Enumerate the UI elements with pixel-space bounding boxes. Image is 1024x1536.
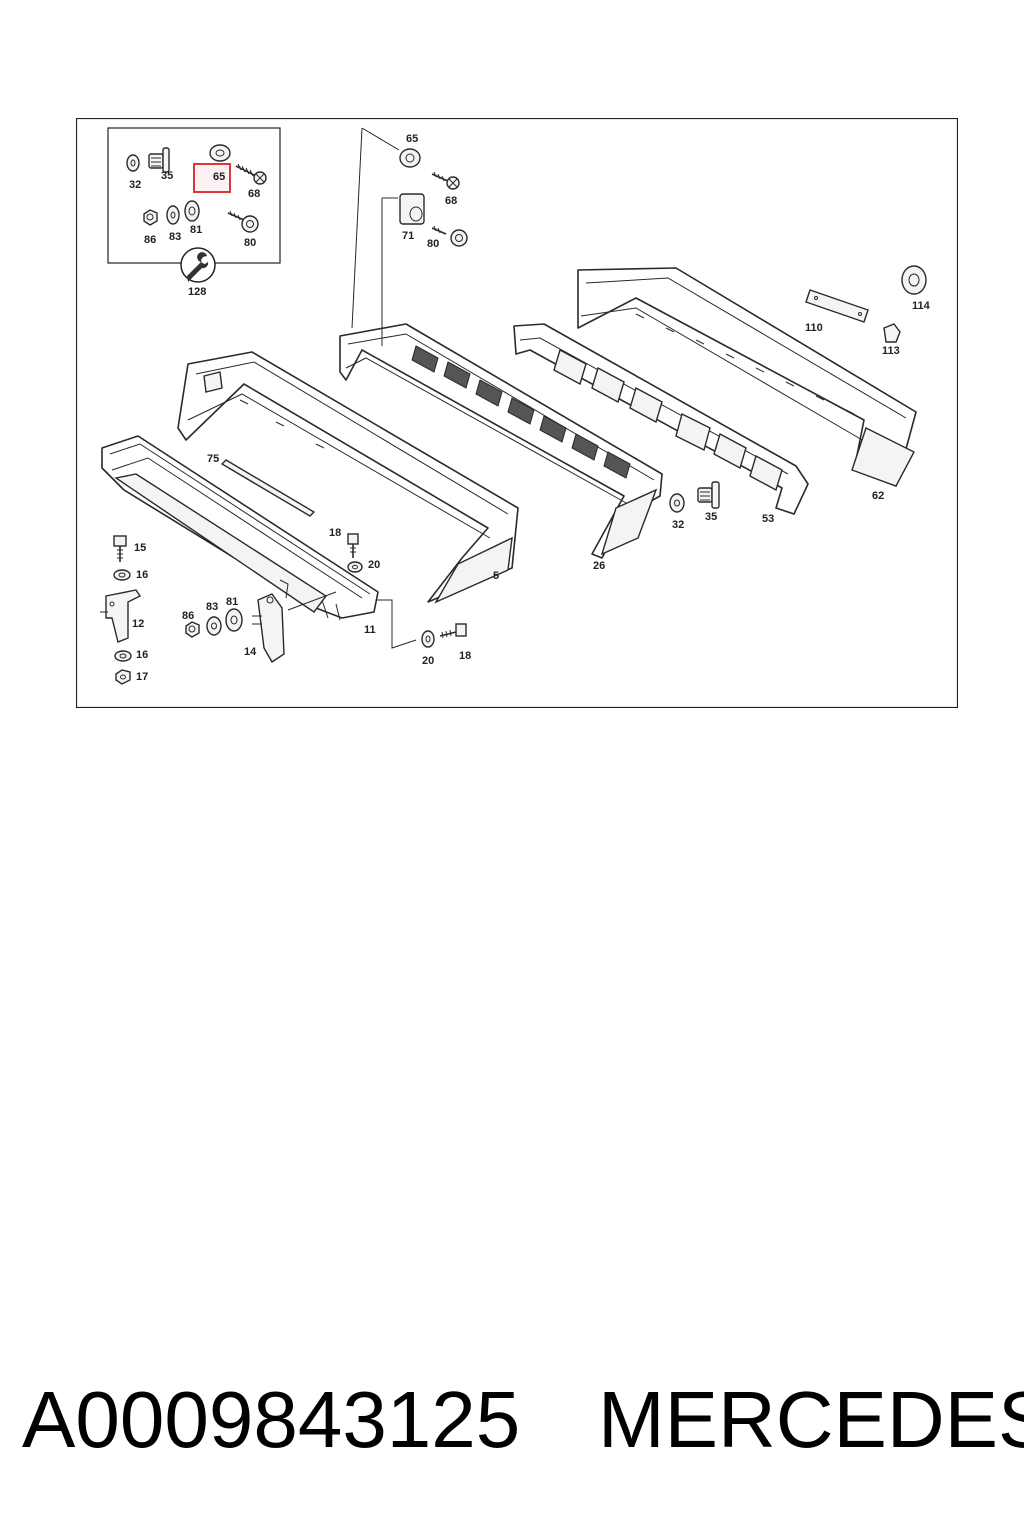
callout-80a[interactable]: 80 [244,237,256,249]
nut-86[interactable] [185,621,200,638]
kit-nut-65[interactable] [209,144,231,162]
callout-114[interactable]: 114 [912,300,931,312]
kit-washer-81[interactable] [184,200,200,222]
kit-washer-83[interactable] [166,205,180,225]
wrench-icon [180,247,216,283]
callout-11[interactable]: 11 [364,624,376,636]
bolt-18b[interactable] [439,623,467,639]
callout-71[interactable]: 71 [402,230,414,242]
bolt-15[interactable] [113,535,127,562]
washer-81[interactable] [225,608,243,632]
kit-washer-32[interactable] [126,154,140,172]
screw-68[interactable] [431,171,460,190]
callout-18a[interactable]: 18 [329,527,341,539]
callout-81a[interactable]: 81 [190,224,202,236]
washer-32[interactable] [669,493,685,513]
callout-113[interactable]: 113 [882,345,900,357]
callout-20b[interactable]: 20 [422,655,434,667]
callout-53[interactable]: 53 [762,513,774,525]
washer-83[interactable] [206,616,222,636]
kit-bolt-80[interactable] [227,210,259,233]
strip-110[interactable] [805,289,869,323]
callout-68a[interactable]: 68 [248,188,260,200]
callout-86a[interactable]: 86 [144,234,156,246]
clip-35[interactable] [697,481,720,509]
bumper-trim-62[interactable] [577,267,917,487]
bracket-12[interactable] [100,589,142,643]
callout-35a[interactable]: 35 [161,170,173,182]
bolt-80[interactable] [431,225,468,247]
grommet-114[interactable] [901,265,927,295]
callout-35b[interactable]: 35 [705,511,717,523]
callout-14[interactable]: 14 [244,646,257,658]
callout-80b[interactable]: 80 [427,238,439,250]
nut-65[interactable] [399,148,421,168]
callout-12[interactable]: 12 [132,618,144,630]
highlight-box [193,163,231,193]
washer-20a[interactable] [347,561,363,573]
bumper-26[interactable] [339,323,663,559]
callout-16a[interactable]: 16 [136,569,148,581]
kit-nut-86[interactable] [143,209,158,226]
leader-11 [376,599,417,649]
parts-diagram: 32 35 65 68 86 83 81 80 128 65 68 71 80 … [76,118,958,708]
clip-71[interactable] [399,193,425,225]
callout-18b[interactable]: 18 [459,650,471,662]
washer-20b[interactable] [421,630,435,648]
callout-16b[interactable]: 16 [136,649,148,661]
leader-71 [381,197,398,346]
callout-110[interactable]: 110 [805,322,823,334]
callout-83a[interactable]: 83 [169,231,181,243]
bracket-14[interactable] [252,593,285,663]
callout-68b[interactable]: 68 [445,195,457,207]
callout-15[interactable]: 15 [134,542,146,554]
callout-81b[interactable]: 81 [226,596,238,608]
kit-inset-box [107,127,281,264]
callout-128[interactable]: 128 [188,286,206,298]
callout-26[interactable]: 26 [593,560,605,572]
callout-62[interactable]: 62 [872,490,884,502]
brand-name: MERCEDES [598,1375,1024,1464]
nut-17[interactable] [115,669,131,685]
callout-32a[interactable]: 32 [129,179,141,191]
bolt-18a[interactable] [347,533,359,558]
part-number: A0009843125 [22,1375,521,1464]
bumper-cover-5[interactable] [177,351,519,604]
callout-32b[interactable]: 32 [672,519,684,531]
callout-labels: 32 35 65 68 86 83 81 80 128 65 68 71 80 … [129,133,931,683]
kit-screw-68[interactable] [235,163,267,185]
callout-65a[interactable]: 65 [213,171,225,183]
callout-5[interactable]: 5 [493,570,499,582]
strip-75[interactable] [220,459,316,517]
callout-65b[interactable]: 65 [406,133,418,145]
leader-14 [279,579,337,611]
clip-113[interactable] [883,323,901,343]
washer-16a[interactable] [113,569,131,581]
callout-75[interactable]: 75 [207,453,219,465]
callout-86b[interactable]: 86 [182,610,194,622]
callout-17[interactable]: 17 [136,671,148,683]
washer-16b[interactable] [114,650,132,662]
bumper-support-53[interactable] [513,323,809,515]
kit-clip-35[interactable] [148,147,170,173]
callout-20a[interactable]: 20 [368,559,380,571]
callout-83b[interactable]: 83 [206,601,218,613]
leader-65 [351,127,400,329]
footer: A0009843125 MERCEDES [0,1370,1024,1470]
